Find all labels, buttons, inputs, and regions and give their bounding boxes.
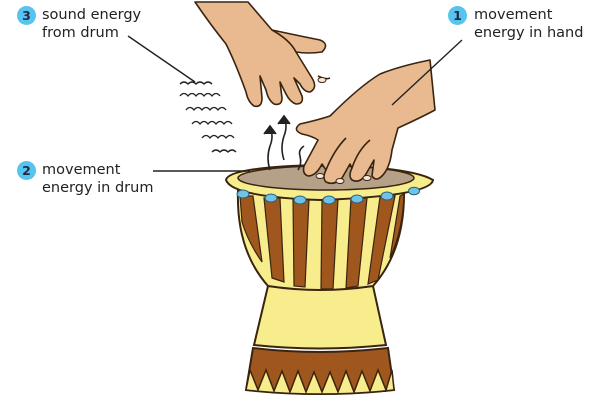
right-hand-icon xyxy=(295,59,436,185)
left-hand-icon xyxy=(194,1,331,108)
label-movement-energy-drum: movement energy in drum xyxy=(42,161,153,197)
drum-foot xyxy=(252,284,388,350)
sound-wave-icon xyxy=(179,81,237,153)
drum-base-pattern xyxy=(245,367,395,395)
leader-line-1 xyxy=(391,39,463,106)
drum-icon xyxy=(224,163,435,395)
label-2-line-1: movement xyxy=(42,162,121,178)
label-3-line-2: from drum xyxy=(42,25,119,41)
label-badge-2: 2 xyxy=(17,161,36,180)
vibration-arrow-icon xyxy=(263,114,305,171)
drum-beads xyxy=(236,186,420,205)
label-movement-energy-hand: movement energy in hand xyxy=(474,6,583,42)
label-3-line-1: sound energy xyxy=(42,7,142,23)
leader-line-3 xyxy=(127,35,196,83)
label-badge-1: 1 xyxy=(448,6,467,25)
drum-stripes xyxy=(239,193,405,290)
label-badge-3: 3 xyxy=(17,6,36,25)
label-2-line-2: energy in drum xyxy=(42,180,154,196)
label-sound-energy: sound energy from drum xyxy=(42,6,141,42)
label-1-line-2: energy in hand xyxy=(474,25,584,41)
label-1-line-1: movement xyxy=(474,7,553,23)
